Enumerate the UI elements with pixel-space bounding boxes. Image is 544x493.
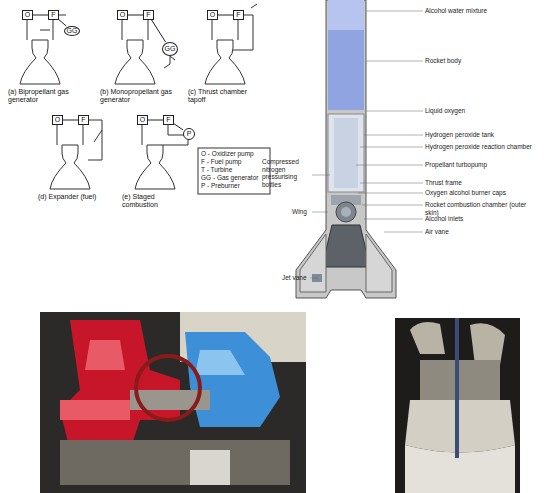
figure-caption: (c) Thrust chamber tapoff bbox=[188, 88, 258, 104]
part-label: Liquid oxygen bbox=[425, 107, 535, 115]
component-letter: O bbox=[120, 11, 125, 19]
part-label: Rocket combustion chamber (outer skin) bbox=[425, 201, 540, 216]
component-circle: P bbox=[183, 128, 195, 140]
component-circle: GG bbox=[64, 26, 80, 36]
pump-box: O bbox=[22, 10, 33, 20]
part-label: P - Preburner bbox=[201, 182, 269, 190]
pump-box: F bbox=[48, 10, 59, 20]
pump-box: O bbox=[117, 10, 128, 20]
shaft-line bbox=[33, 15, 48, 16]
part-label: Jet vane bbox=[282, 274, 312, 282]
component-letter: O bbox=[25, 11, 30, 19]
engine-schematic bbox=[115, 20, 175, 84]
shaft-line bbox=[63, 120, 78, 121]
part-label: Hydrogen peroxide tank bbox=[425, 131, 535, 139]
pump-box: F bbox=[233, 10, 244, 20]
part-label: Hydrogen peroxide reaction chamber bbox=[425, 143, 540, 151]
rocket-cutaway bbox=[296, 0, 396, 298]
part-label: Compressed nitrogen pressurising bottles bbox=[262, 158, 312, 188]
pump-box: O bbox=[52, 115, 63, 125]
part-label: Rocket body bbox=[425, 57, 535, 65]
component-letter: F bbox=[236, 11, 240, 19]
pump-box: O bbox=[137, 115, 148, 125]
engine-schematic bbox=[20, 15, 66, 84]
component-letter: P bbox=[187, 130, 192, 138]
engine-schematic bbox=[50, 120, 102, 189]
shaft-line bbox=[128, 15, 143, 16]
legend-box bbox=[198, 148, 270, 194]
pump-box: O bbox=[207, 10, 218, 20]
part-label: Alcohol inlets bbox=[425, 215, 535, 223]
part-label: Thrust frame bbox=[425, 179, 535, 187]
part-label: Oxygen alcohol burner caps bbox=[425, 189, 535, 197]
component-letter: F bbox=[146, 11, 150, 19]
component-letter: F bbox=[51, 11, 55, 19]
part-label: Propellant turbopump bbox=[425, 161, 535, 169]
component-letter: O bbox=[55, 116, 60, 124]
component-letter: F bbox=[81, 116, 85, 124]
component-letter: O bbox=[140, 116, 145, 124]
engine-schematic bbox=[205, 4, 257, 84]
component-letter: GG bbox=[67, 27, 78, 35]
part-label: Air vane bbox=[425, 228, 535, 236]
shaft-line bbox=[59, 20, 66, 26]
figure-caption: (b) Monopropellant gas generator bbox=[100, 88, 175, 104]
shaft-line bbox=[218, 15, 233, 16]
shaft-line bbox=[148, 120, 163, 121]
figure-caption: (d) Expander (fuel) bbox=[38, 193, 108, 201]
engine-schematic bbox=[135, 125, 188, 189]
pump-box: F bbox=[143, 10, 154, 20]
figure-caption: (a) Bipropellant gas generator bbox=[8, 88, 80, 104]
component-letter: O bbox=[210, 11, 215, 19]
shaft-line bbox=[152, 20, 166, 42]
engine-photo bbox=[395, 318, 520, 493]
leader-lines bbox=[310, 11, 423, 278]
turbopump-photo bbox=[40, 312, 306, 493]
part-label: Alcohol water mixture bbox=[425, 7, 535, 15]
part-label: Wing bbox=[292, 208, 322, 216]
component-letter: GG bbox=[165, 45, 176, 53]
part-label: GG - Gas generator bbox=[201, 174, 269, 182]
component-letter: F bbox=[166, 116, 170, 124]
pump-box: F bbox=[78, 115, 89, 125]
shaft-line bbox=[174, 124, 183, 130]
part-label: F - Fuel pump bbox=[201, 158, 269, 166]
part-label: O - Oxidizer pump bbox=[201, 150, 269, 158]
component-circle: GG bbox=[162, 42, 178, 56]
part-label: T - Turbine bbox=[201, 166, 269, 174]
pump-box: F bbox=[163, 115, 174, 125]
figure-caption: (e) Staged combustion bbox=[122, 193, 192, 209]
